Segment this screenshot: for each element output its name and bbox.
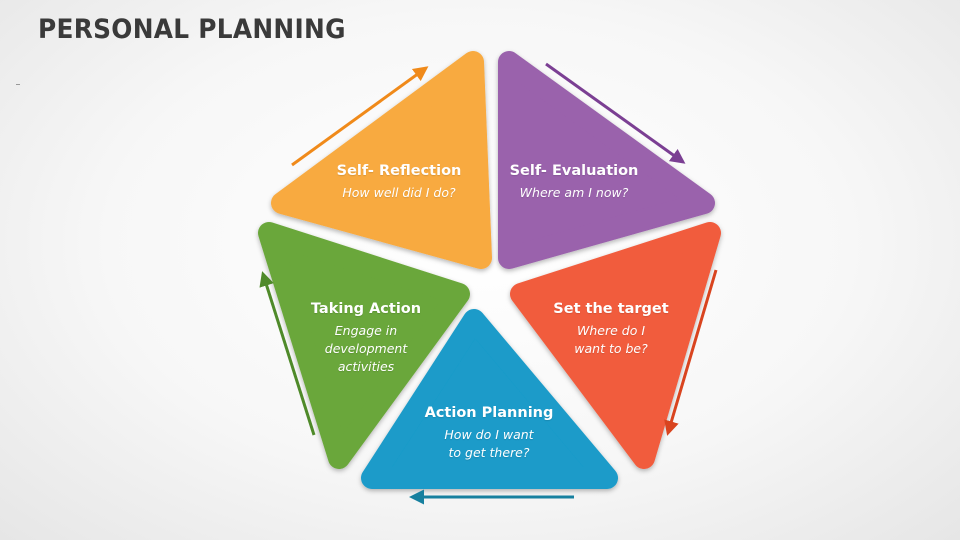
segment-subtitle: How well did I do? xyxy=(342,185,456,200)
segment-action-planning xyxy=(361,309,618,489)
decorative-dash xyxy=(16,84,20,85)
segment-subtitle: How do I want to get there? xyxy=(444,427,534,460)
page-title: PERSONAL PLANNING xyxy=(38,14,346,45)
segment-subtitle: Where am I now? xyxy=(519,185,629,200)
segment-subtitle: Engage in development activities xyxy=(324,323,408,374)
label-self-evaluation: Self- Evaluation Where am I now? xyxy=(474,163,674,202)
segment-title: Set the target xyxy=(553,301,669,317)
segment-title: Self- Reflection xyxy=(336,163,462,179)
label-action-planning: Action Planning How do I want to get the… xyxy=(389,405,589,462)
segment-subtitle: Where do I want to be? xyxy=(574,323,648,356)
label-taking-action: Taking Action Engage in development acti… xyxy=(266,301,466,376)
segment-self-reflection xyxy=(271,51,492,269)
segment-self-evaluation xyxy=(498,51,715,269)
segment-taking-action xyxy=(258,222,470,469)
arrow-down xyxy=(664,269,718,436)
arrow-up-right xyxy=(291,66,429,167)
label-set-the-target: Set the target Where do I want to be? xyxy=(511,301,711,358)
segment-title: Action Planning xyxy=(424,405,554,421)
label-self-reflection: Self- Reflection How well did I do? xyxy=(299,163,499,202)
segment-title: Self- Evaluation xyxy=(509,163,639,179)
segment-set-the-target xyxy=(510,222,721,469)
segment-title: Taking Action xyxy=(310,301,422,317)
arrow-down-right xyxy=(545,62,686,164)
arrow-up xyxy=(259,271,316,436)
